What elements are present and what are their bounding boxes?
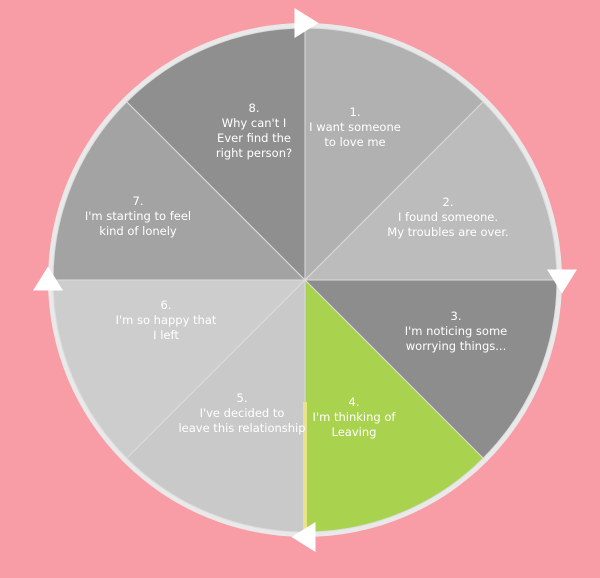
segment-7-number: 7. xyxy=(133,194,144,208)
segment-4-line: Leaving xyxy=(332,425,377,439)
segment-6-line: I'm so happy that xyxy=(116,313,217,327)
segment-6-line: I left xyxy=(153,328,179,342)
cycle-arrows xyxy=(33,8,577,552)
segment-7-line: I'm starting to feel xyxy=(85,209,191,223)
wheel-segments xyxy=(52,27,558,533)
segment-5-line: I've decided to xyxy=(200,406,285,420)
segment-4-number: 4. xyxy=(349,395,360,409)
arrow-right-icon xyxy=(547,269,577,294)
segment-6-number: 6. xyxy=(161,298,172,312)
segment-5 xyxy=(126,278,306,533)
segment-8-line: Ever find the xyxy=(217,131,291,145)
segment-1 xyxy=(304,27,484,282)
segment-3-line: worrying things... xyxy=(406,339,506,353)
segment-3-line: I'm noticing some xyxy=(405,324,508,338)
segment-6 xyxy=(52,279,307,459)
segment-3-number: 3. xyxy=(451,309,462,323)
segment-1-line: I want someone xyxy=(309,120,401,134)
segment-2-number: 2. xyxy=(443,195,454,209)
segment-2-line: My troubles are over. xyxy=(387,225,508,239)
segment-8 xyxy=(126,27,306,282)
segment-1-number: 1. xyxy=(350,105,361,119)
segment-8-line: right person? xyxy=(216,146,292,160)
segment-5-number: 5. xyxy=(237,391,248,405)
segment-4 xyxy=(304,278,484,533)
arrow-left-icon xyxy=(33,266,63,291)
segment-7 xyxy=(52,101,307,281)
arrow-bottom-icon xyxy=(291,522,316,552)
segment-2-line: I found someone. xyxy=(398,210,498,224)
segment-4-line: I'm thinking of xyxy=(313,410,397,424)
segment-3 xyxy=(303,279,558,459)
arrow-top-icon xyxy=(294,8,319,38)
segment-8-number: 8. xyxy=(249,101,260,115)
segment-1-line: to love me xyxy=(324,135,385,149)
segment-2 xyxy=(303,101,558,281)
segment-2-label: 2.I found someone.My troubles are over. xyxy=(387,195,508,239)
segment-8-line: Why can't I xyxy=(222,116,287,130)
segment-7-line: kind of lonely xyxy=(99,224,177,238)
segment-5-line: leave this relationship xyxy=(178,421,305,435)
